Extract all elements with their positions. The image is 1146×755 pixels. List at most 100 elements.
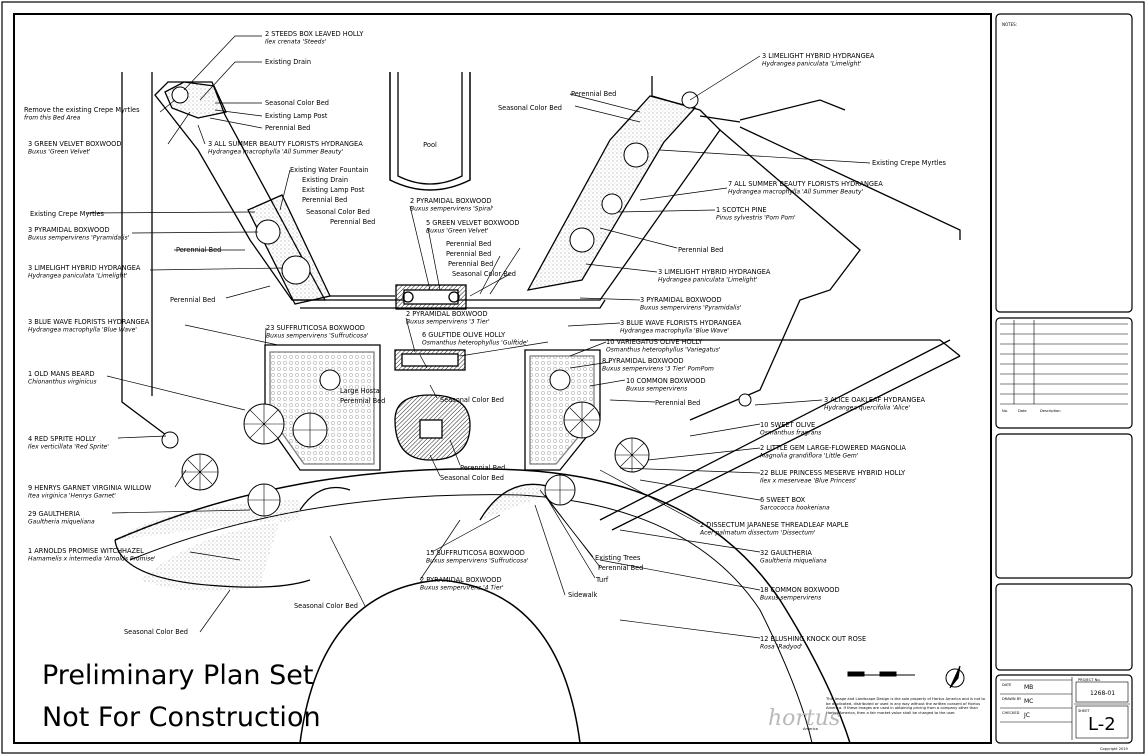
plant-label-title: 15 SUFFRUTICOSA BOXWOOD — [426, 549, 525, 557]
plant-label-botanical: Ilex crenata 'Steeds' — [265, 39, 327, 46]
plant-label-title: 10 SWEET OLIVE — [760, 421, 815, 429]
stamp-line-2: Not For Construction — [42, 702, 321, 733]
plant-label-botanical: Chionanthus virginicus — [28, 379, 96, 386]
pool-label: Pool — [423, 141, 437, 149]
plant-label-title: 1 SCOTCH PINE — [716, 206, 767, 214]
plant-label-title: 3 LIMELIGHT HYBRID HYDRANGEA — [658, 268, 771, 276]
plant-label-title: 3 BLUE WAVE FLORISTS HYDRANGEA — [28, 318, 150, 326]
company-logo: hortus — [768, 706, 840, 731]
plant-label-title: 3 GREEN VELVET BOXWOOD — [28, 140, 121, 148]
project-no-label: PROJECT No. — [1078, 678, 1101, 682]
rev-date-label: Date — [1018, 409, 1027, 413]
plant-label-botanical: Osmanthus fragrans — [760, 430, 821, 437]
plant-label-title: 22 BLUE PRINCESS MESERVE HYBRID HOLLY — [760, 469, 906, 477]
north-arrow-icon — [945, 665, 965, 689]
seasonal-bed-lower — [115, 500, 300, 592]
plant-label-title: 2 PYRAMIDAL BOXWOOD — [410, 197, 492, 205]
plant-label-botanical: Itea virginica 'Henrys Garnet' — [28, 493, 116, 500]
plant-label-botanical: Sarcococca hookeriana — [760, 505, 830, 512]
plant-label-botanical: Buxus sempervirens 'Suffruticosa' — [426, 558, 529, 565]
rev-desc-label: Description — [1040, 409, 1060, 413]
plant-label-title: 5 GREEN VELVET BOXWOOD — [426, 219, 519, 227]
plant-label-title: Perennial Bed — [446, 250, 491, 258]
plant-label-botanical: Hamamelis x intermedia 'Arnolds Promise' — [28, 556, 156, 563]
plant-label-botanical: Acer palmatum dissectum 'Dissectum' — [699, 530, 816, 537]
plant-label-botanical: Magnolia grandiflora 'Little Gem' — [760, 453, 859, 460]
plant-label-title: Existing Crepe Myrtles — [872, 159, 947, 167]
plant-label-title: 2 STEEDS BOX LEAVED HOLLY — [265, 30, 364, 38]
plant-label-title: 2 PYRAMIDAL BOXWOOD — [406, 310, 488, 318]
drawn-by-label: DRAWN BY — [1002, 697, 1022, 701]
plant-label-title: Perennial Bed — [598, 564, 643, 572]
plant-label-botanical: Hydrangea macrophylla 'Blue Wave' — [620, 328, 729, 335]
plant-label-title: 10 COMMON BOXWOOD — [626, 377, 706, 385]
scale-bar — [847, 671, 915, 677]
plant-label-title: 3 ALICE OAKLEAF HYDRANGEA — [824, 396, 926, 404]
plant-label-title: 6 SWEET BOX — [760, 496, 806, 504]
plant-label-botanical: Rosa 'Radyod' — [760, 644, 803, 651]
plant-label-title: Perennial Bed — [340, 397, 385, 405]
plant-label-title: 10 VARIEGATUS OLIVE HOLLY — [606, 338, 703, 346]
plant-label-title: 2 PYRAMIDAL BOXWOOD — [420, 576, 502, 584]
plant-label-title: 23 SUFFRUTICOSA BOXWOOD — [266, 324, 365, 332]
checked-value: JC — [1023, 712, 1030, 719]
plant-label-botanical: Buxus sempervirens 'Suffruticosa' — [266, 333, 369, 340]
date-label: DATE — [1002, 683, 1012, 687]
plant-label-title: Existing Lamp Post — [265, 112, 328, 120]
plant-label-botanical: Hydrangea macrophylla 'All Summer Beauty… — [728, 189, 863, 196]
plant-label-title: Perennial Bed — [302, 196, 347, 204]
plant-label-title: 3 LIMELIGHT HYBRID HYDRANGEA — [28, 264, 141, 272]
tree-spokes — [182, 402, 649, 516]
plant-label-botanical: Hydrangea paniculata 'Limelight' — [762, 61, 862, 68]
plant-label-title: 7 ALL SUMMER BEAUTY FLORISTS HYDRANGEA — [728, 180, 883, 188]
plant-label-title: Seasonal Color Bed — [498, 104, 562, 112]
plant-label-title: Perennial Bed — [678, 246, 723, 254]
plant-label-botanical: from this Bed Area — [24, 115, 81, 122]
plant-label-title: 3 PYRAMIDAL BOXWOOD — [640, 296, 722, 304]
plant-label-botanical: Pinus sylvestris 'Pom Pom' — [716, 215, 796, 222]
plant-label-title: 32 GAULTHERIA — [760, 549, 812, 557]
plant-label-title: Seasonal Color Bed — [265, 99, 329, 107]
plant-label-title: Sidewalk — [568, 591, 598, 599]
plant-label-title: Perennial Bed — [265, 124, 310, 132]
title-block — [995, 13, 1133, 744]
plant-label-botanical: Gaultheria miqueliana — [28, 519, 95, 526]
plant-label-title: 4 RED SPRITE HOLLY — [28, 435, 97, 443]
disclaimer-box: This Image and Landscape Design is the s… — [826, 697, 986, 715]
plant-label-title: 12 BLUSHING KNOCK OUT ROSE — [760, 635, 866, 643]
leader-lines — [85, 35, 871, 639]
plant-label-title: Perennial Bed — [571, 90, 616, 98]
date-value: MB — [1024, 684, 1033, 691]
plant-label-title: 2 DISSECTUM JAPANESE THREADLEAF MAPLE — [700, 521, 849, 529]
plant-label-botanical: Osmanthus heterophyllus 'Gulftide' — [422, 340, 529, 347]
plant-label-botanical: Buxus sempervirens 'Spiral' — [410, 206, 494, 213]
plant-label-title: 3 PYRAMIDAL BOXWOOD — [28, 226, 110, 234]
plant-label-botanical: Hydrangea macrophylla 'All Summer Beauty… — [208, 149, 343, 156]
plant-label-botanical: Buxus sempervirens — [760, 595, 821, 602]
stamp-line-1: Preliminary Plan Set — [42, 660, 313, 691]
rev-no-label: No. — [1002, 409, 1008, 413]
plant-label-title: Turf — [595, 576, 609, 584]
disclaimer-text: This Image and Landscape Design is the s… — [826, 697, 986, 715]
project-no-value: 1268-01 — [1090, 690, 1115, 697]
plant-label-title: 29 GAULTHERIA — [28, 510, 80, 518]
plant-label-title: Perennial Bed — [170, 296, 215, 304]
plant-label-title: 3 BLUE WAVE FLORISTS HYDRANGEA — [620, 319, 742, 327]
drawing-frame — [13, 13, 992, 744]
plant-label-botanical: Buxus sempervirens '3 Tier' PomPom — [602, 366, 714, 373]
courtyard-right — [524, 349, 601, 471]
plant-label-title: Existing Crepe Myrtles — [30, 210, 105, 218]
plant-label-title: 9 HENRYS GARNET VIRGINIA WILLOW — [28, 484, 152, 492]
plant-label-title: 18 COMMON BOXWOOD — [760, 586, 840, 594]
plant-label-title: 8 PYRAMIDAL BOXWOOD — [602, 357, 684, 365]
drawn-by-value: MC — [1024, 698, 1033, 705]
plant-label-title: Large Hosta — [340, 387, 380, 395]
plant-label-botanical: Hydrangea paniculata 'Limelight' — [658, 277, 758, 284]
plant-label-botanical: Buxus sempervirens 'Pyramidalis' — [640, 305, 742, 312]
plant-label-title: Perennial Bed — [460, 464, 505, 472]
notes-label: NOTES: — [1002, 22, 1017, 27]
bed-right-diagonal — [526, 95, 697, 291]
plant-label-title: Existing Drain — [302, 176, 348, 184]
plant-label-title: Perennial Bed — [330, 218, 375, 226]
